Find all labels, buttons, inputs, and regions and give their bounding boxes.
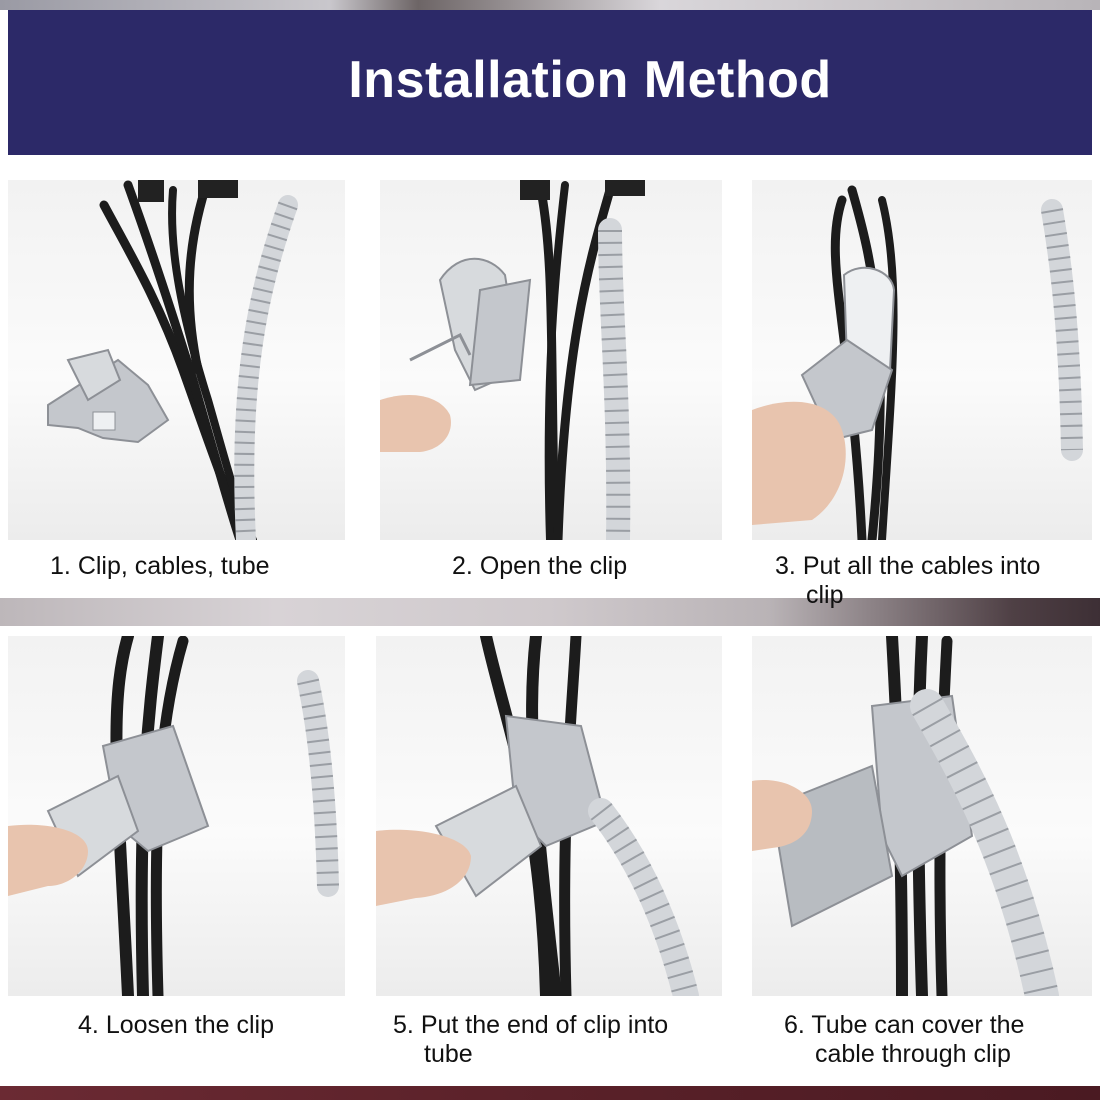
step-caption-6: 6. Tube can cover the cable through clip <box>784 1011 1094 1069</box>
background-strip-bottom <box>0 1086 1100 1100</box>
hand <box>380 395 451 452</box>
step-photo-5 <box>376 636 722 996</box>
hand <box>752 401 846 525</box>
step-number: 2. <box>452 552 473 580</box>
step-number: 1. <box>50 552 71 580</box>
step-caption-3: 3. Put all the cables into clip <box>775 552 1095 610</box>
plug-connector <box>138 180 164 202</box>
clip-piece <box>47 348 170 444</box>
background-strip-middle <box>0 598 1100 626</box>
step-text: Clip, cables, tube <box>77 552 270 580</box>
step-text: Put the end of clip into <box>420 1011 669 1039</box>
plug-connector <box>520 180 550 200</box>
step-number: 3. <box>775 552 796 580</box>
step-photo-6 <box>752 636 1092 996</box>
step-text-continued: tube <box>424 1040 473 1068</box>
step-photo-4 <box>8 636 345 996</box>
spiral-tube <box>297 670 339 897</box>
hand <box>8 824 88 896</box>
step-photo-2 <box>380 180 722 540</box>
step-number: 5. <box>393 1011 414 1039</box>
spiral-tube <box>234 195 298 540</box>
spiral-tube <box>1041 199 1083 461</box>
cable-bundle <box>535 180 615 540</box>
plug-connector <box>605 180 645 196</box>
step-caption-1: 1. Clip, cables, tube <box>50 552 350 581</box>
step-text: Loosen the clip <box>105 1011 274 1039</box>
page-title: Installation Method <box>348 51 832 109</box>
step-number: 6. <box>784 1011 805 1039</box>
spiral-tube <box>910 689 1059 996</box>
step-photo-3 <box>752 180 1092 540</box>
background-strip-top <box>0 0 1100 10</box>
clip-piece <box>409 257 532 392</box>
spiral-tube <box>598 218 631 540</box>
step-text: Open the clip <box>479 552 628 580</box>
spiral-tube <box>588 798 699 996</box>
step-text-continued: clip <box>806 581 844 609</box>
step-caption-2: 2. Open the clip <box>452 552 752 581</box>
hand <box>376 829 471 906</box>
step-caption-5: 5. Put the end of clip into tube <box>393 1011 733 1069</box>
step-text-continued: cable through clip <box>815 1040 1011 1068</box>
step-photo-1 <box>8 180 345 540</box>
step-text: Put all the cables into <box>802 552 1041 580</box>
title-banner: Installation Method <box>8 10 1092 155</box>
cable-bundle <box>99 180 257 540</box>
step-text: Tube can cover the <box>811 1011 1025 1039</box>
plug-connector <box>198 180 238 198</box>
step-caption-4: 4. Loosen the clip <box>78 1011 358 1040</box>
step-number: 4. <box>78 1011 99 1039</box>
hand <box>752 780 812 851</box>
